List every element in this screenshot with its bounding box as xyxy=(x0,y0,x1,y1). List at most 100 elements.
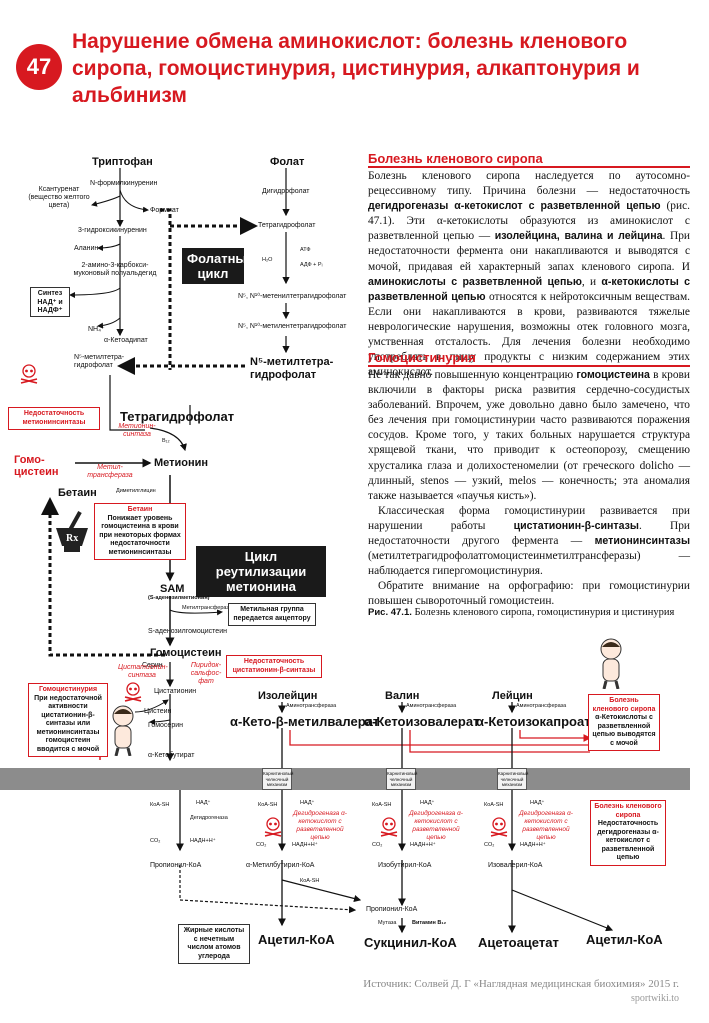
label-valine: Валин xyxy=(385,690,420,702)
site-footer: sportwiki.to xyxy=(630,993,679,1004)
skull-icon xyxy=(490,817,508,837)
label-ketoadipate: α-Кетоадипат xyxy=(104,337,148,344)
label-nad-plus: НАД⁺ xyxy=(420,800,435,806)
label-nad-plus: НАД⁺ xyxy=(530,800,545,806)
box-msud-top: Болезнь кленового сиропа α-Кетокислоты с… xyxy=(588,694,660,751)
label-aminotransferase: Аминотрансфераза xyxy=(286,703,337,709)
section-msud-text: Болезнь кленового сиропа наследуется по … xyxy=(368,170,690,379)
label-methylbutyryl-coa: α-Метилбутирил-КоА xyxy=(246,862,315,869)
carrier-channel: Карнитиновый челночный механизм xyxy=(262,768,293,790)
label-coa-sh: КоА-SH xyxy=(300,878,320,884)
label-dimethylglycine: Диметилглицин xyxy=(116,488,156,494)
label-hydroxykynurenine: 3-гидроксикинуренин xyxy=(78,227,147,234)
section-heading-homocystinuria: Гомоцистинурия xyxy=(368,350,476,365)
box-betaine-text: Понижает уровень гомоцистеина в крови пр… xyxy=(99,514,181,556)
label-homocysteine: Гомоцистеин xyxy=(150,647,222,659)
mortar-rx-icon: Rx xyxy=(56,511,88,552)
label-n5-methyl-thf: N⁵-метилтетра-гидрофолат xyxy=(250,356,334,381)
box-betaine-info: Бетаин Понижает уровень гомоцистеина в к… xyxy=(94,503,186,560)
box-homocystinuria-text: При недостаточной активности цистатионин… xyxy=(34,694,102,753)
label-nh4: NH₄⁺ xyxy=(88,326,105,333)
box-deficiency-cbs: Недостаточность цистатионин-β-синтазы xyxy=(226,655,322,678)
carrier-channel: Карнитиновый челночный механизм xyxy=(386,768,417,790)
label-homoserine: Гомосерин xyxy=(148,722,183,729)
skull-icon xyxy=(124,682,142,702)
label-coa-sh: КоА-SH xyxy=(258,802,278,808)
skull-icon xyxy=(20,364,38,384)
label-methionine-synthase: Метионин-синтаза xyxy=(118,423,156,438)
label-tryptophan: Триптофан xyxy=(92,156,153,168)
label-isovaleryl-coa: Изовалерил-КоА xyxy=(488,862,543,869)
label-bckd-enzyme: Дегидрогеназа α-кетокислот с разветвленн… xyxy=(519,810,573,841)
label-h2o: H₂O xyxy=(262,257,273,263)
label-keto-methylvalerate: α-Кето-β-метилвалерат xyxy=(230,714,380,729)
label-co2: CO₂ xyxy=(150,838,161,844)
label-acetoacetate: Ацетоацетат xyxy=(478,935,559,950)
label-dihydrofolate: Дигидрофолат xyxy=(262,188,310,195)
box-homocystinuria-title: Гомоцистинурия xyxy=(38,686,98,693)
skull-icon xyxy=(264,817,282,837)
label-methenyl-thf: N⁵, N¹⁰-метенилтетрагидрофолат xyxy=(238,293,347,300)
box-betaine-title: Бетаин xyxy=(127,506,153,513)
box-msud-bottom-text: Недостаточность дегидрогеназы α-кетокисл… xyxy=(597,820,659,861)
label-cystathionine: Цистатионин xyxy=(154,688,197,695)
label-sam-full: (S-аденозилметионин) xyxy=(148,595,210,601)
label-atp: АТФ xyxy=(300,247,311,253)
label-co2: CO₂ xyxy=(484,842,495,848)
box-methyl-group: Метильная группа передается акцептору xyxy=(228,603,316,626)
methionine-cycle-label: Цикл реутилизации метионина xyxy=(196,546,326,597)
carrier-channel: Карнитиновый челночный механизм xyxy=(497,768,528,790)
label-xanthurenate: Ксантуренат (вещество желтого цвета) xyxy=(28,186,90,209)
label-betaine: Бетаин xyxy=(58,487,97,499)
chapter-number: 47 xyxy=(26,54,52,79)
label-bckd-enzyme: Дегидрогеназа α-кетокислот с разветвленн… xyxy=(293,810,347,841)
label-nadh: НАДН+Н⁺ xyxy=(520,842,546,848)
label-acetyl-coa-2: Ацетил-КоА xyxy=(586,932,663,947)
label-adp: АДФ + Pᵢ xyxy=(300,262,323,268)
label-nadh: НАДН+Н⁺ xyxy=(190,838,216,844)
label-nadh: НАДН+Н⁺ xyxy=(410,842,436,848)
label-mutase: Мутаза xyxy=(378,920,397,926)
label-nadh: НАДН+Н⁺ xyxy=(292,842,318,848)
label-methylene-thf: N⁵, N¹⁰-метилентетрагидрофолат xyxy=(238,323,347,330)
label-bckd-enzyme: Дегидрогеназа α-кетокислот с разветвленн… xyxy=(409,810,463,841)
rx-text: Rx xyxy=(66,533,78,544)
label-n-formylkynurenine: N-формилкинуренин xyxy=(90,180,158,187)
box-homocystinuria: Гомоцистинурия При недостаточной активно… xyxy=(28,683,108,757)
label-sam: SAM xyxy=(160,583,185,595)
section-homocystinuria-text: Не так давно повышенную концентрацию гом… xyxy=(368,369,690,608)
label-cbs-enzyme: Цистатионин-синтаза xyxy=(118,664,168,679)
box-msud-bottom-title: Болезнь кленового сиропа xyxy=(594,803,662,819)
source-footer: Источник: Солвей Д. Г «Наглядная медицин… xyxy=(363,978,679,990)
label-ketoisocaproate: α-Кетоизокапроат xyxy=(476,714,591,729)
label-sah: S-аденозилгомоцистеин xyxy=(148,628,227,635)
label-propionyl-coa-2: Пропионил-КоА xyxy=(366,906,418,913)
label-coa-sh: КоА-SH xyxy=(484,802,504,808)
label-methyltransferase: Метил-трансфераза xyxy=(87,464,133,479)
label-coa-sh: КоА-SH xyxy=(150,802,170,808)
label-ketoisovalerate: α-Кетоизовалерат xyxy=(364,714,480,729)
figure-caption: Рис. 47.1. Болезнь кленового сиропа, гом… xyxy=(368,607,675,618)
box-nad-synthesis: Синтез НАД⁺ и НАДФ⁺ xyxy=(30,287,70,317)
label-tetrahydrofolate-top: Тетрагидрофолат xyxy=(258,222,316,229)
label-alanine: Аланин xyxy=(74,245,99,252)
label-methionine: Метионин xyxy=(154,457,209,469)
chapter-number-badge: 47 xyxy=(16,44,62,90)
label-serine: Серин xyxy=(142,662,163,669)
label-vitamin-b12: Витамин B₁₂ xyxy=(412,920,447,926)
page-title: Нарушение обмена аминокислот: болезнь кл… xyxy=(72,30,640,107)
label-formate: Формиат xyxy=(150,207,179,214)
label-folate: Фолат xyxy=(270,156,305,168)
label-aminotransferase: Аминотрансфераза xyxy=(406,703,457,709)
label-dehydrogenase: Дегидрогеназа xyxy=(190,815,228,821)
label-ketobutyrate: α-Кетобутират xyxy=(148,752,195,759)
label-b12: B₁₂ xyxy=(162,438,170,444)
label-plp: Пиридок-сальфос-фат xyxy=(190,662,222,685)
label-tetrahydrofolate-mid: Тетрагидрофолат xyxy=(120,409,235,424)
label-coa-sh: КоА-SH xyxy=(372,802,392,808)
label-isobutyryl-coa: Изобутирил-КоА xyxy=(378,862,432,869)
label-isoleucine: Изолейцин xyxy=(258,690,318,702)
baby-icon xyxy=(112,705,134,756)
